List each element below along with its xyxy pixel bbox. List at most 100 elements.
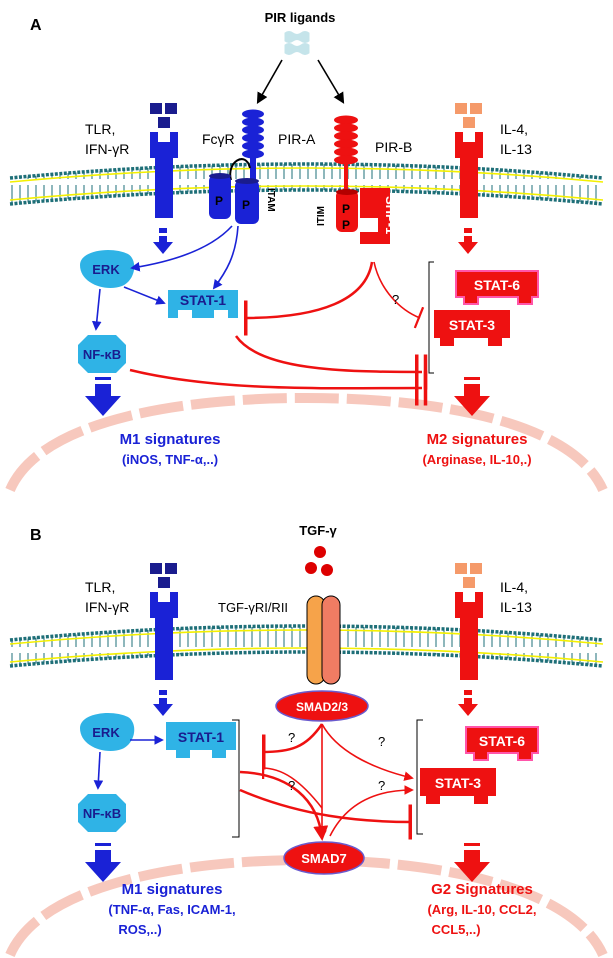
il4-receptor-b <box>455 563 483 680</box>
tlr-down-arrow-b <box>153 690 173 716</box>
il4-down-arrow-b <box>458 690 478 716</box>
il13-label-b: IL-13 <box>500 599 532 615</box>
question-mark-b4: ? <box>378 778 385 793</box>
nfkb-node-b <box>78 794 126 832</box>
tlr-down-arrow-a <box>153 228 173 254</box>
panel-b-label: B <box>30 527 42 544</box>
ifn-receptor-label-b: IFN-γR <box>85 599 129 615</box>
pir-b-label: PIR-B <box>375 139 412 155</box>
stat1-node-b <box>166 722 236 758</box>
tlr-label-b: TLR, <box>85 579 115 595</box>
g2-sub1-b: (Arg, IL-10, CCL2, <box>427 902 536 917</box>
il4-down-arrow-a <box>458 228 478 254</box>
ligand-arrow-pira <box>256 59 283 104</box>
arrow-erk-to-nfkb-a <box>91 288 102 331</box>
g2-title-b: G2 Signatures <box>431 881 533 898</box>
nfkb-label-a: NF-κB <box>83 347 121 362</box>
m2-sub-a: (Arginase, IL-10,.) <box>422 452 531 467</box>
inhibit-stat1-to-m2 <box>234 335 428 390</box>
nfkb-node-a <box>78 335 126 373</box>
m1-sub2-b: ROS,..) <box>118 922 161 937</box>
tlr-receptor-a <box>150 103 178 218</box>
pir-a-label: PIR-A <box>278 131 316 147</box>
g2-arrow-b <box>454 843 490 882</box>
shp1-label: SHP-1 <box>383 196 398 234</box>
question-mark-b2: ? <box>378 734 385 749</box>
m2-arrow-a <box>454 377 490 416</box>
arrow-erk-to-nfkb-b <box>93 751 104 790</box>
tlr-label-a: TLR, <box>85 121 115 137</box>
il4-label-a: IL-4, <box>500 121 528 137</box>
erk-label-b: ERK <box>92 725 120 740</box>
pir-a-receptor <box>209 109 264 224</box>
g2-sub2-b: CCL5,..) <box>431 922 480 937</box>
tgf-receptor <box>306 595 341 685</box>
tgf-ligand-icon <box>305 546 333 576</box>
pir-ligands-icon <box>284 31 310 55</box>
stat6-node-a <box>455 270 539 305</box>
tgf-ligand-label: TGF-γ <box>299 523 337 538</box>
tlr-receptor-b <box>150 563 178 680</box>
panel-a-label: A <box>30 17 42 34</box>
il4-label-b: IL-4, <box>500 579 528 595</box>
cell-membrane-a <box>9 162 604 206</box>
itim-label: ITIM <box>316 206 327 226</box>
arrow-pira-to-stat1 <box>212 225 239 290</box>
itam-label: ITAM <box>265 188 276 212</box>
il13-label-a: IL-13 <box>500 141 532 157</box>
stat-bracket-b <box>416 719 423 835</box>
arrow-smad23-to-stat3 <box>321 723 414 781</box>
tgf-receptor-label: TGF-γRI/RII <box>218 600 288 615</box>
m2-title-a: M2 signatures <box>427 431 528 448</box>
smad23-label: SMAD2/3 <box>296 700 348 714</box>
il4-receptor-a <box>455 103 483 218</box>
arrow-erk-to-stat1-a <box>123 286 166 305</box>
stat1-node-a <box>168 290 238 318</box>
m1-sub-a: (iNOS, TNF-α,..) <box>122 452 218 467</box>
question-mark-a: ? <box>392 292 399 307</box>
inhibit-shp1-to-stat1 <box>243 261 374 336</box>
m1-bracket-b <box>232 719 240 838</box>
stat6-node-b <box>465 726 539 761</box>
erk-node-b <box>80 712 135 751</box>
panel-a: A PIR ligands TLR, IFN-γR F <box>5 10 608 493</box>
ligand-arrow-pirb <box>317 59 345 104</box>
nfkb-label-b: NF-κB <box>83 806 121 821</box>
stat3-node-a <box>434 310 510 346</box>
ifn-receptor-label-a: IFN-γR <box>85 141 129 157</box>
question-mark-b1: ? <box>288 730 295 745</box>
arrow-smad7-to-stat3 <box>329 785 414 837</box>
inhibit-smad7-to-stat1 <box>261 756 323 809</box>
erk-label-a: ERK <box>92 262 120 277</box>
arrow-pira-to-erk <box>130 225 233 272</box>
m1-title-a: M1 signatures <box>120 431 221 448</box>
smad7-node <box>283 841 365 875</box>
stat3-node-b <box>420 768 496 804</box>
p-label-1: P <box>215 194 223 208</box>
panel-b: B TGF-γ TLR, IFN-γR TGF-γRI/RI <box>5 523 608 958</box>
stat3-label-b: STAT-3 <box>435 775 481 791</box>
m1-arrow-b <box>85 843 121 882</box>
arrow-stat1-to-smad7 <box>239 770 329 841</box>
m1-arrow-a <box>85 377 121 416</box>
inhibit-nfkb-to-m2 <box>129 368 428 406</box>
inhibit-shp1-to-stat3 <box>373 261 425 329</box>
m1-sub1-b: (TNF-α, Fas, ICAM-1, <box>108 902 235 917</box>
stat1-label-b: STAT-1 <box>178 729 224 745</box>
pir-b-receptor <box>334 115 390 244</box>
p-label-3: P <box>342 202 350 216</box>
stat1-label-a: STAT-1 <box>180 292 226 308</box>
stat-bracket-a <box>428 261 434 374</box>
erk-node-a <box>80 249 135 288</box>
m1-title-b: M1 signatures <box>122 881 223 898</box>
inhibit-stat1-to-g2 <box>239 788 413 840</box>
smad7-label: SMAD7 <box>301 851 347 866</box>
stat6-label-b: STAT-6 <box>479 733 525 749</box>
p-label-2: P <box>242 198 250 212</box>
nucleus-envelope-a <box>5 392 608 493</box>
stat3-label-a: STAT-3 <box>449 317 495 333</box>
stat6-label-a: STAT-6 <box>474 277 520 293</box>
inhibit-smad23-to-stat1 <box>261 723 324 770</box>
smad23-node <box>275 690 369 722</box>
